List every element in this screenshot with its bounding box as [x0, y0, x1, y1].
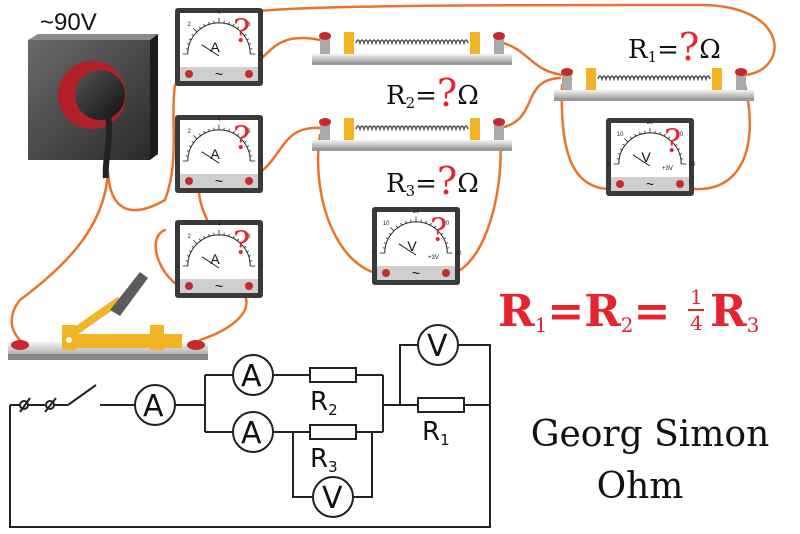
wire-source-to-ammeter-top — [106, 83, 177, 212]
voltmeter-r1: 0 10 20 30 40 V +3V? ~ — [606, 118, 696, 196]
circuit-schematic — [9, 324, 491, 528]
resistance-ratio-equation: R1=R2= 1 4 R3 — [498, 285, 759, 337]
ac-symbol: ~ — [215, 173, 223, 189]
power-source: ~90V — [28, 9, 158, 179]
schematic-voltmeter-r1: V — [427, 329, 448, 364]
voltmeter-r3: 0 10 20 30 40 V +3V? ~ — [372, 207, 462, 285]
voltmeter-range-label: +3V — [662, 166, 673, 172]
ammeter-symbol: A — [210, 146, 220, 162]
voltmeter-symbol: V — [407, 238, 417, 254]
meter-scale-tick: 0 — [175, 52, 179, 58]
meter-scale-tick: 40 — [455, 251, 462, 257]
meter-scale-tick: 8 — [260, 159, 264, 165]
unknown-reading-mark: ? — [664, 122, 681, 160]
meter-scale-tick: 8 — [260, 264, 264, 270]
schematic-ammeter-main: A — [143, 389, 164, 424]
ammeter-2: 0 2 4 6 8 A? ~ — [175, 115, 264, 193]
wire-r3-to-r1 — [498, 76, 562, 130]
meter-scale-tick: 2 — [187, 234, 191, 240]
wire-r1-to-v1-right — [678, 83, 752, 191]
unknown-reading-mark: ? — [233, 12, 250, 50]
rheostat-r1 — [554, 68, 754, 101]
meter-scale-tick: 6 — [247, 234, 251, 240]
wire-source-to-switch — [10, 170, 110, 342]
meter-scale-tick: 6 — [247, 129, 251, 135]
wire-r1-top-loop — [248, 3, 776, 77]
svg-text:R3=?Ω: R3=?Ω — [386, 159, 479, 203]
schematic-switch-blade — [67, 384, 97, 406]
meter-scale-tick: 10 — [383, 221, 390, 227]
schematic-voltmeter-r3: V — [322, 481, 343, 516]
schematic-label-r3: R3 — [310, 444, 338, 476]
svg-text:R3: R3 — [710, 286, 759, 337]
unknown-reading-mark: ? — [233, 119, 250, 157]
voltmeter-symbol: V — [641, 149, 651, 165]
meter-scale-tick: 0 — [606, 162, 610, 168]
caption: Georg Simon Ohm — [531, 414, 770, 507]
svg-text:R1=?Ω: R1=?Ω — [628, 25, 721, 69]
schematic-ammeter-upper: A — [241, 359, 262, 394]
meter-scale-tick: 4 — [217, 117, 221, 123]
meter-scale-tick: 6 — [247, 22, 251, 28]
meter-scale-tick: 30 — [676, 132, 683, 138]
ammeter-1: 0 2 4 6 8 A? ~ — [175, 8, 264, 86]
meter-scale-tick: 10 — [617, 132, 624, 138]
ac-symbol: ~ — [646, 176, 654, 192]
meter-scale-tick: 20 — [413, 209, 420, 215]
wire-r2-to-r1 — [498, 40, 564, 77]
label-r2: R2=?Ω — [386, 71, 479, 115]
schematic-ammeter-lower: A — [241, 416, 262, 451]
svg-text:R2=?Ω: R2=?Ω — [386, 71, 479, 115]
meter-scale-tick: 4 — [217, 222, 221, 228]
meter-scale-tick: 0 — [175, 159, 179, 165]
meter-scale-tick: 0 — [175, 264, 179, 270]
meter-scale-tick: 2 — [187, 22, 191, 28]
label-r1: R1=?Ω — [628, 25, 721, 69]
schematic-label-r2: R2 — [310, 387, 338, 419]
meter-scale-tick: 4 — [217, 10, 221, 16]
label-r3: R3=?Ω — [386, 159, 479, 203]
rheostat-r2 — [312, 32, 512, 65]
source-voltage-label: ~90V — [40, 9, 97, 36]
meter-scale-tick: 20 — [647, 120, 654, 126]
meter-scale-tick: 8 — [260, 52, 264, 58]
schematic-labels: A A A V V R2 R3 R1 — [143, 329, 450, 516]
svg-text:R1=R2=: R1=R2= — [498, 286, 670, 337]
ammeter-symbol: A — [210, 39, 220, 55]
meter-scale-tick: 0 — [372, 251, 376, 257]
unknown-reading-mark: ? — [233, 224, 250, 262]
unknown-reading-mark: ? — [430, 211, 447, 249]
meter-scale-tick: 30 — [442, 221, 449, 227]
fraction-numerator: 1 — [690, 285, 703, 309]
voltmeter-range-label: +3V — [428, 255, 439, 261]
caption-line2: Ohm — [597, 466, 684, 507]
ac-symbol: ~ — [215, 278, 223, 294]
ammeter-symbol: A — [210, 251, 220, 267]
meter-scale-tick: 2 — [187, 129, 191, 135]
fraction-denominator: 4 — [690, 311, 703, 335]
ammeter-3: 0 2 4 6 8 A? ~ — [175, 220, 264, 298]
schematic-label-r1: R1 — [422, 417, 450, 449]
rheostat-r3 — [312, 118, 512, 151]
ac-symbol: ~ — [215, 66, 223, 82]
caption-line1: Georg Simon — [531, 414, 770, 455]
ac-symbol: ~ — [412, 265, 420, 281]
source-knob[interactable] — [75, 70, 125, 120]
meter-scale-tick: 40 — [689, 162, 696, 168]
knife-switch[interactable] — [8, 272, 208, 360]
